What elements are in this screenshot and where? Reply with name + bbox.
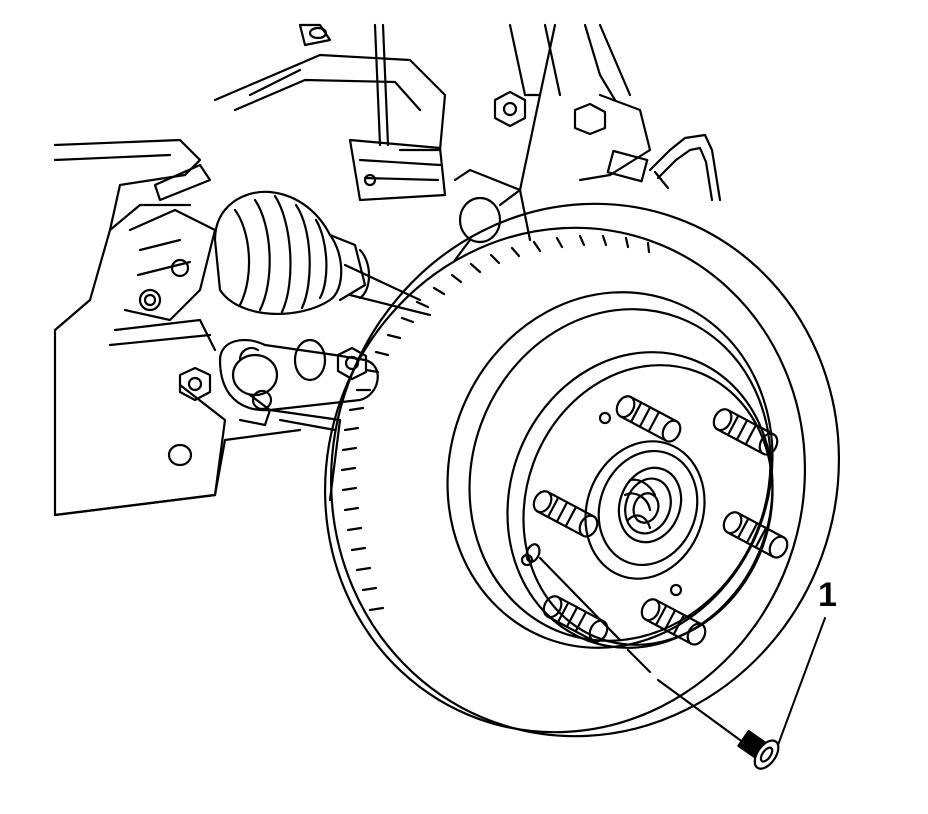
brake-hose: [606, 133, 722, 202]
hub-hole: [598, 411, 612, 425]
callout-number-1: 1: [818, 576, 837, 614]
wheel-hub: [584, 440, 706, 580]
wheel-stud: [640, 598, 707, 646]
frame-rail: [53, 138, 302, 517]
rotor-hat: [506, 351, 774, 649]
callout-leader-line: [777, 617, 826, 746]
brake-rotor: [323, 202, 841, 738]
strut-knuckle: [453, 23, 652, 262]
wheel-stud: [532, 490, 599, 538]
wheel-stud: [615, 395, 682, 443]
suspension-tower: [213, 23, 447, 202]
wheel-stud: [722, 511, 789, 559]
cv-boot: [213, 190, 432, 317]
wheel-stud: [542, 595, 609, 643]
rotor-retaining-screw: [737, 730, 780, 770]
lower-control-arm: [178, 338, 379, 502]
wheel-studs: [520, 395, 789, 646]
transaxle-housing: [108, 163, 217, 352]
wheel-stud: [712, 408, 779, 456]
hub-hole: [669, 583, 683, 597]
screw-alignment-line: [525, 543, 742, 742]
